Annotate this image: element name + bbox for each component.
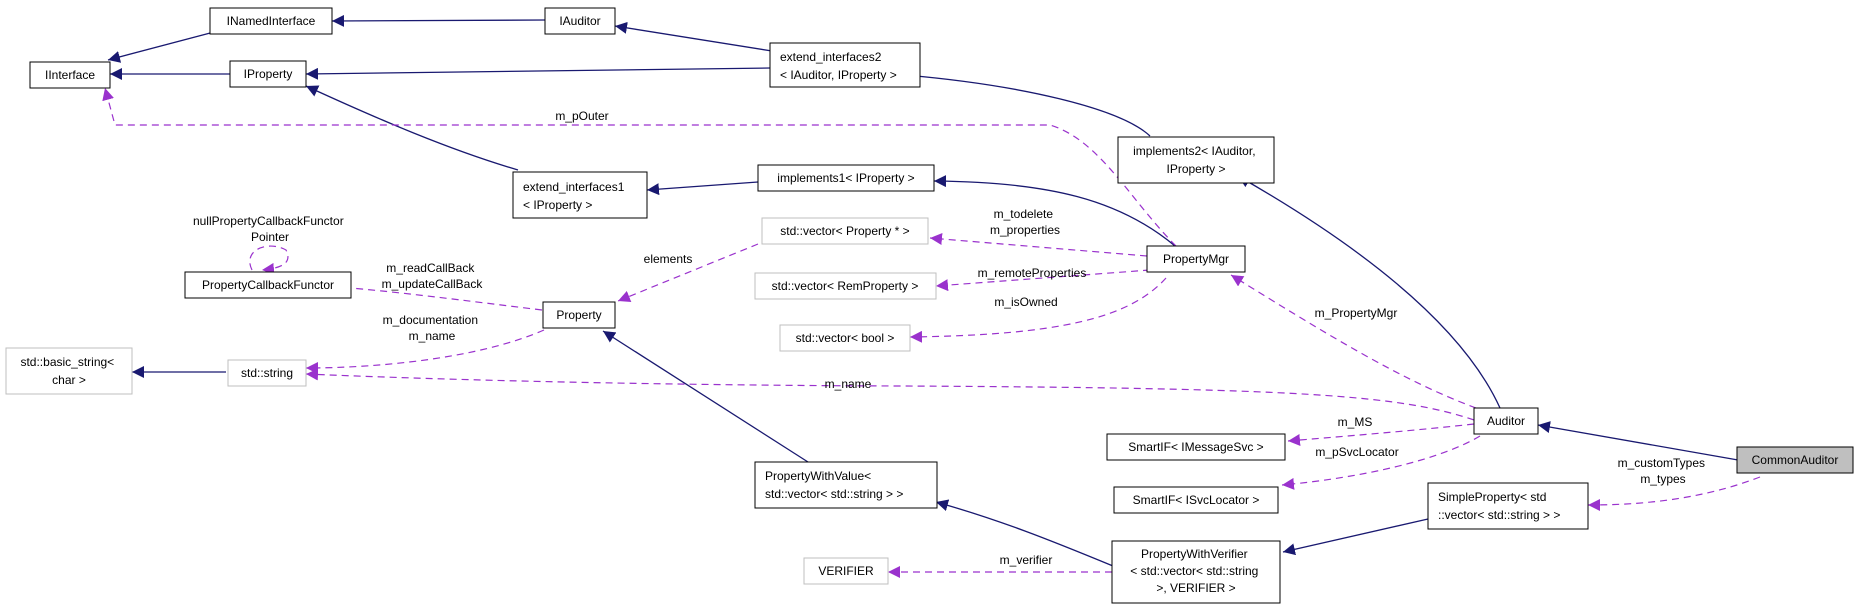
svg-text:VERIFIER: VERIFIER [818, 564, 874, 578]
edge-labels: m_pOuter elements m_todelete m_propertie… [382, 109, 1709, 567]
edge-isowned [909, 277, 1167, 343]
svg-text:PropertyMgr: PropertyMgr [1163, 252, 1229, 266]
svg-text:IInterface: IInterface [45, 68, 95, 82]
node-vector-bool[interactable]: std::vector< bool > [779, 324, 911, 352]
node-implements2[interactable]: implements2< IAuditor, IProperty > [1117, 136, 1275, 184]
label-todelete: m_todelete m_properties [990, 207, 1060, 237]
node-nullpropertycallbackfunctorpointer[interactable]: nullPropertyCallbackFunctor Pointer [193, 214, 347, 244]
edge-ext1-to-iproperty [305, 85, 519, 171]
nodes: IInterface INamedInterface IAuditor IPro… [5, 7, 1854, 604]
edge-ext2-to-iauditor [614, 21, 773, 52]
node-propertywithverifier[interactable]: PropertyWithVerifier < std::vector< std:… [1111, 540, 1281, 604]
svg-text:extend_interfaces1 < I: extend_interfaces1 < IProperty > [523, 180, 628, 212]
svg-text:CommonAuditor: CommonAuditor [1752, 453, 1839, 467]
node-iproperty[interactable]: IProperty [229, 60, 307, 88]
node-smartif-isvclocator[interactable]: SmartIF< ISvcLocator > [1113, 486, 1279, 514]
edge-pmgr [1230, 274, 1477, 409]
edge-todelete [929, 233, 1148, 257]
edge-ms [1287, 423, 1475, 446]
edge-pouter [102, 87, 1177, 247]
edge-svcloc [1281, 435, 1481, 490]
node-auditor[interactable]: Auditor [1473, 407, 1539, 435]
svg-text:std::string: std::string [241, 366, 293, 380]
edge-impl2-to-ext2 [904, 70, 1151, 137]
label-types: m_customTypes m_types [1618, 456, 1709, 486]
edge-simple-to-pwver [1282, 518, 1429, 556]
node-verifier[interactable]: VERIFIER [803, 557, 889, 585]
node-vector-remproperty[interactable]: std::vector< RemProperty > [754, 272, 937, 300]
inheritance-edges [107, 14, 1739, 567]
node-propertycallbackfunctor[interactable]: PropertyCallbackFunctor [184, 271, 352, 299]
node-commonauditor[interactable]: CommonAuditor [1736, 446, 1854, 474]
svg-text:SmartIF< IMessageSvc >: SmartIF< IMessageSvc > [1128, 440, 1263, 454]
node-propertywithvalue[interactable]: PropertyWithValue< std::vector< std::str… [754, 461, 938, 509]
edge-docname [305, 329, 545, 374]
node-basic-string[interactable]: std::basic_string< char > [5, 347, 133, 395]
node-inamedinterface[interactable]: INamedInterface [209, 7, 333, 35]
edge-elements [617, 243, 759, 303]
node-simpleproperty[interactable]: SimpleProperty< std ::vector< std::strin… [1427, 482, 1589, 530]
svg-text:std::vector< Property * >: std::vector< Property * > [780, 224, 909, 238]
svg-text:PropertyWithValue< std: PropertyWithValue< std::vector< std::str… [765, 469, 903, 501]
edge-callbacks [338, 282, 543, 311]
node-std-string[interactable]: std::string [227, 359, 307, 387]
label-name: m_name [825, 377, 872, 391]
edge-common-to-auditor [1537, 421, 1739, 461]
edge-ext2-to-iproperty [305, 67, 771, 80]
edge-pwver-to-pwv [935, 499, 1114, 567]
edge-inamed-to-iinterface [107, 31, 215, 63]
label-pouter: m_pOuter [555, 109, 608, 123]
edge-iauditor-to-inamed [331, 14, 546, 27]
label-isowned: m_isOwned [994, 295, 1057, 309]
label-docname: m_documentation m_name [383, 313, 482, 343]
node-property[interactable]: Property [542, 301, 616, 329]
node-smartif-imessagesvc[interactable]: SmartIF< IMessageSvc > [1106, 433, 1286, 461]
svg-text:PropertyWithVerifier <: PropertyWithVerifier < std::vector< std:… [1130, 547, 1261, 595]
svg-text:SmartIF< ISvcLocator >: SmartIF< ISvcLocator > [1133, 493, 1260, 507]
edge-name [305, 368, 1475, 421]
usage-edges [102, 87, 1761, 578]
label-verifier: m_verifier [1000, 553, 1053, 567]
edge-pmgr-to-impl1 [933, 175, 1176, 247]
label-pmgr: m_PropertyMgr [1315, 306, 1398, 320]
node-propertymgr[interactable]: PropertyMgr [1146, 245, 1246, 273]
edge-impl1-to-ext1 [646, 181, 759, 196]
svg-text:std::vector< RemProperty >: std::vector< RemProperty > [772, 279, 919, 293]
label-remote: m_remoteProperties [978, 266, 1087, 280]
svg-text:std::basic_string< cha: std::basic_string< char > [20, 355, 117, 387]
edge-auditor-to-impl2 [1237, 175, 1501, 409]
edge-nullcb-self [249, 245, 289, 275]
node-extend-interfaces1[interactable]: extend_interfaces1 < IProperty > [512, 171, 648, 219]
svg-text:Auditor: Auditor [1487, 414, 1525, 428]
svg-text:nullPropertyCallbackFunctor: nullPropertyCallbackFunctor Pointer [193, 214, 347, 244]
node-vector-property-ptr[interactable]: std::vector< Property * > [761, 217, 929, 245]
svg-text:implements2< IAuditor,: implements2< IAuditor, IProperty > [1133, 144, 1259, 176]
svg-text:extend_interfaces2 < I: extend_interfaces2 < IAuditor, IProperty… [780, 50, 897, 82]
node-extend-interfaces2[interactable]: extend_interfaces2 < IAuditor, IProperty… [769, 42, 921, 88]
node-implements1[interactable]: implements1< IProperty > [757, 164, 935, 192]
node-iinterface[interactable]: IInterface [29, 61, 111, 89]
svg-text:Property: Property [556, 308, 601, 322]
svg-text:SimpleProperty< std ::: SimpleProperty< std ::vector< std::strin… [1438, 490, 1560, 522]
label-callbacks: m_readCallBack m_updateCallBack [382, 261, 484, 291]
svg-text:implements1< IProperty >: implements1< IProperty > [777, 171, 914, 185]
edge-pwv-to-property [602, 330, 809, 463]
label-svcloc: m_pSvcLocator [1315, 445, 1398, 459]
svg-text:std::vector< bool >: std::vector< bool > [796, 331, 895, 345]
svg-text:INamedInterface: INamedInterface [227, 14, 316, 28]
svg-text:PropertyCallbackFunctor: PropertyCallbackFunctor [202, 278, 334, 292]
svg-text:IProperty: IProperty [244, 67, 293, 81]
node-iauditor[interactable]: IAuditor [544, 7, 616, 35]
svg-text:IAuditor: IAuditor [559, 14, 600, 28]
label-ms: m_MS [1338, 415, 1373, 429]
label-elements: elements [644, 252, 693, 266]
